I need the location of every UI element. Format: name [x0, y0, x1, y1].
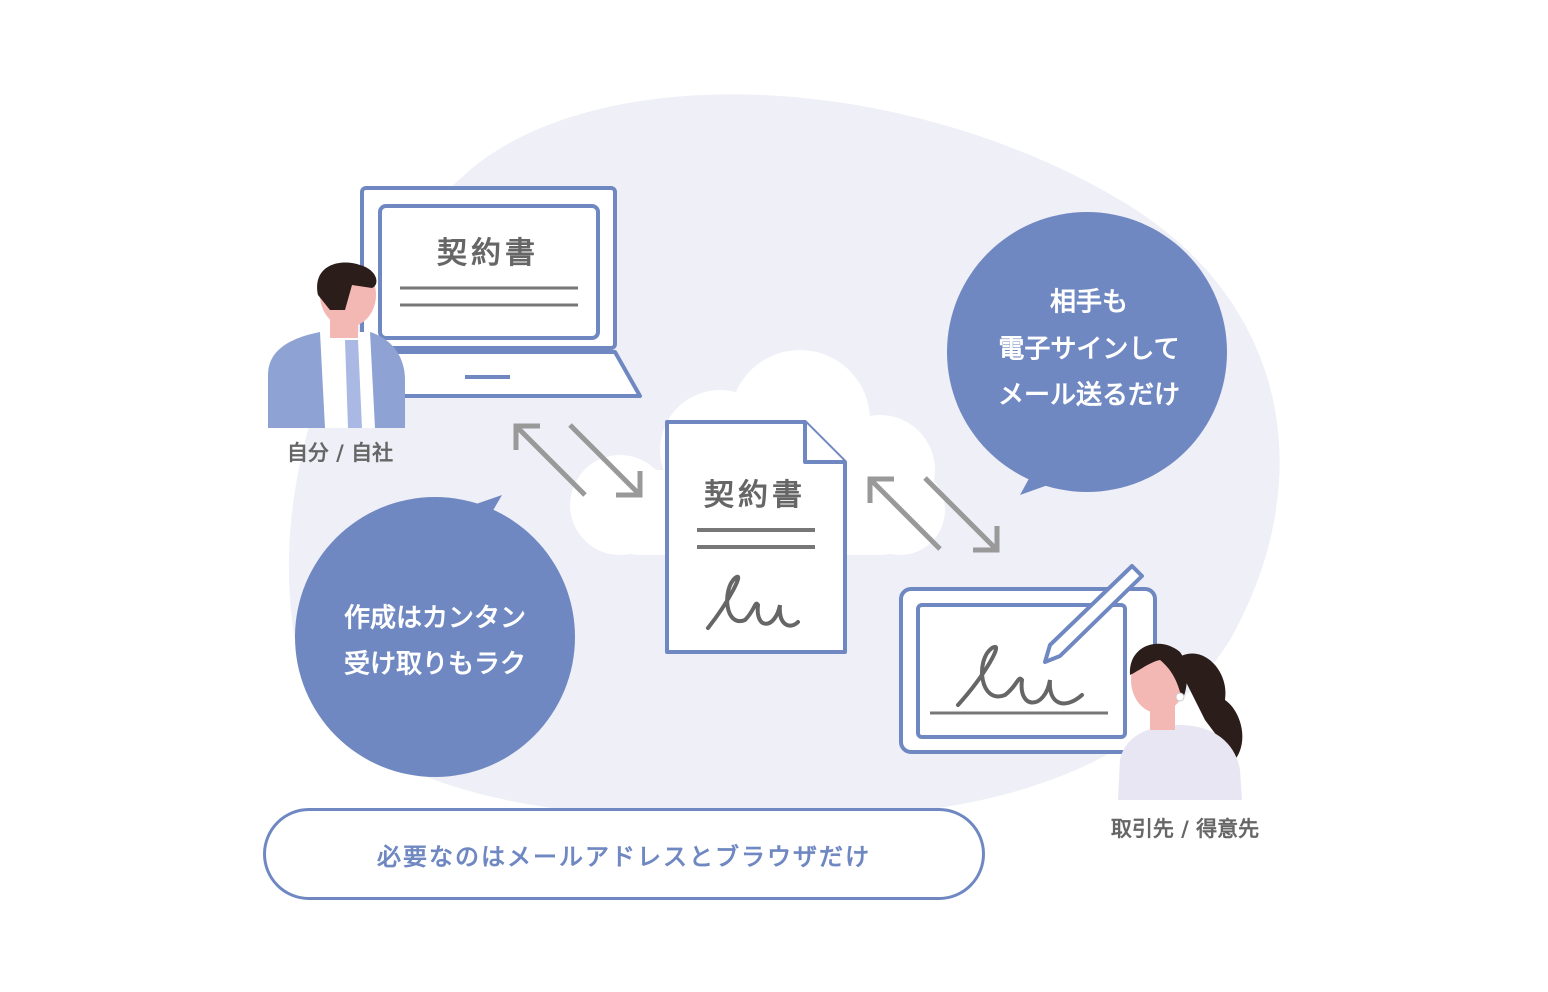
tablet-icon [899, 587, 1157, 754]
bubble-right-line-1: 相手も [1049, 287, 1129, 318]
footer-text: 必要なのはメールアドレスとブラウザだけ [377, 842, 871, 871]
self-label: 自分 / 自社 [286, 441, 394, 465]
woman-avatar [1118, 643, 1243, 800]
footer-requirement-pill: 必要なのはメールアドレスとブラウザだけ [263, 808, 985, 900]
document-icon [665, 420, 847, 654]
bubble-right-line-3: メール送るだけ [997, 380, 1181, 411]
bubble-left-line-2: 受け取りもラク [343, 649, 527, 680]
bubble-left-line-1: 作成はカンタン [343, 603, 527, 634]
bubble-right-line-2: 電子サインして [998, 334, 1180, 365]
man-avatar [268, 262, 405, 428]
sync-arrows-right [867, 476, 1000, 553]
document-title: 契約書 [704, 478, 806, 513]
laptop-document-title: 契約書 [437, 236, 539, 271]
stylus-pen-icon [1043, 564, 1144, 664]
sync-arrows-left [513, 423, 643, 498]
speech-bubble-right [947, 212, 1227, 495]
partner-label: 取引先 / 得意先 [1110, 817, 1260, 841]
speech-bubble-left [295, 495, 575, 777]
signature-icon [706, 574, 800, 630]
